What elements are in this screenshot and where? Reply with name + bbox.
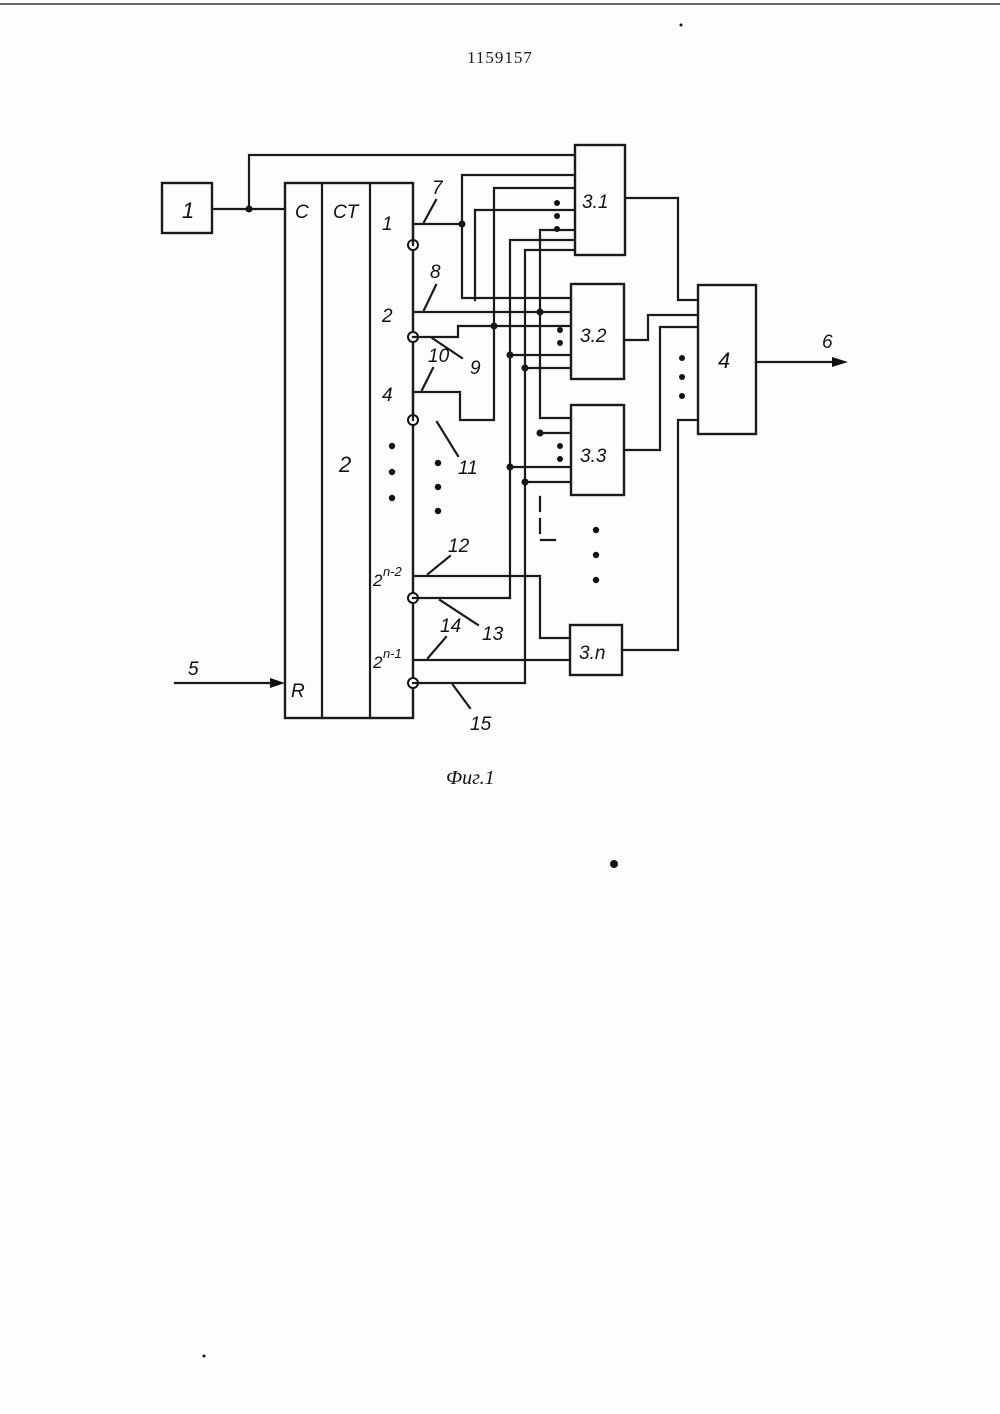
- wire-15-up: [525, 250, 575, 368]
- blocks-ellipsis-dot: [593, 577, 599, 583]
- output-n1-exp: n-1: [383, 646, 402, 661]
- bus-ellipsis-dot: [554, 213, 560, 219]
- counter-ellipsis-dot: [389, 495, 395, 501]
- leader-10-line: [422, 368, 433, 390]
- wires-ellipsis-dot: [435, 484, 441, 490]
- leader-11: 11: [458, 458, 478, 479]
- wire-continuation: [540, 497, 560, 540]
- leader-5: 5: [188, 659, 199, 680]
- blocks-ellipsis-dot: [593, 527, 599, 533]
- output-arrow-head: [832, 357, 848, 367]
- block-3-3-label: 3.3: [580, 446, 607, 467]
- wires-ellipsis-dot: [435, 508, 441, 514]
- wire-8-to-3-3: [540, 312, 571, 418]
- leader-6: 6: [822, 332, 833, 353]
- block4-ellipsis-dot: [679, 355, 685, 361]
- bus-ellipsis-dot: [557, 327, 563, 333]
- bus-ellipsis-dot: [557, 443, 563, 449]
- leader-14-line: [428, 637, 446, 658]
- bus-ellipsis-dot: [557, 456, 563, 462]
- block-1-label: 1: [182, 198, 194, 223]
- output-1-label: 1: [382, 214, 393, 235]
- bus-ellipsis-dot: [557, 340, 563, 346]
- bus-ellipsis-dot: [554, 226, 560, 232]
- wire-9: [413, 326, 494, 337]
- block-3-2-label: 3.2: [580, 326, 607, 347]
- block-3-n-label: 3.n: [579, 643, 605, 664]
- leader-13: 13: [482, 624, 504, 645]
- blocks-ellipsis-dot: [593, 552, 599, 558]
- output-2-label: 2: [381, 306, 393, 327]
- block4-ellipsis-dot: [679, 374, 685, 380]
- leader-11-line: [437, 422, 458, 456]
- output-n2-base: 2: [372, 571, 383, 590]
- leader-8-line: [424, 285, 436, 310]
- output-n2-exp: n-2: [383, 564, 403, 579]
- block4-ellipsis-dot: [679, 393, 685, 399]
- leader-12: 12: [448, 536, 470, 557]
- counter-block: [285, 183, 413, 718]
- wire-3-3-to-4: [624, 327, 698, 450]
- counter-input-c: C: [295, 202, 309, 223]
- counter-number-label: 2: [338, 452, 351, 477]
- leader-14: 14: [440, 616, 461, 637]
- leader-7: 7: [432, 178, 444, 199]
- wire-9-up: [494, 188, 575, 326]
- wires-ellipsis-dot: [435, 460, 441, 466]
- leader-8: 8: [430, 262, 441, 283]
- leader-7-line: [424, 200, 436, 222]
- counter-ellipsis-dot: [389, 443, 395, 449]
- scan-speck: [203, 1355, 206, 1358]
- output-4-label: 4: [382, 385, 393, 406]
- leader-15-line: [453, 685, 470, 708]
- bus-ellipsis-dot: [554, 200, 560, 206]
- leader-9: 9: [470, 358, 481, 379]
- wire-8-up: [540, 230, 575, 312]
- counter-ellipsis-dot: [389, 469, 395, 475]
- wire-3-1-to-4: [625, 198, 698, 300]
- scan-speck: [610, 860, 618, 868]
- counter-input-r: R: [291, 681, 305, 702]
- wire-10: [413, 326, 494, 420]
- leader-12-line: [428, 556, 450, 574]
- figure-caption: Фиг.1: [446, 767, 495, 789]
- block-3-1-label: 3.1: [582, 192, 608, 213]
- counter-type-label: CT: [333, 202, 360, 223]
- leader-15: 15: [470, 714, 492, 735]
- wire-3-n-to-4: [622, 420, 698, 650]
- scan-speck: [680, 24, 683, 27]
- output-n1-base: 2: [372, 653, 383, 672]
- wire-7-to-3-2: [462, 224, 571, 298]
- block-4-label: 4: [718, 348, 730, 373]
- reset-arrow-head: [270, 678, 285, 688]
- leader-10: 10: [428, 346, 450, 367]
